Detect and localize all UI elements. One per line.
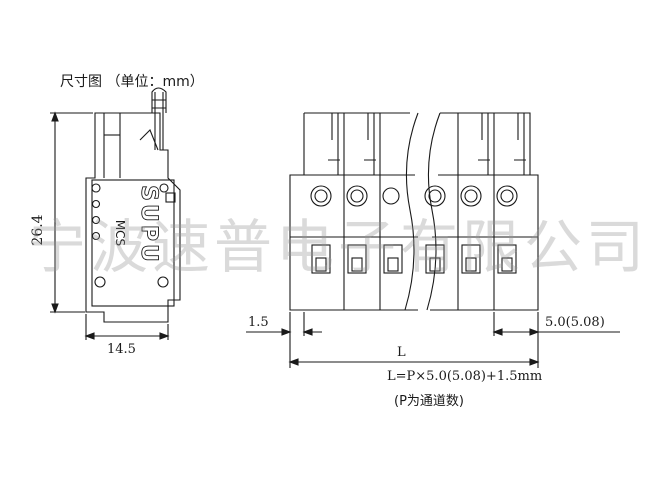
drawing-heading: 尺寸图 （单位：mm） [60,74,204,90]
front-round-holes [310,185,518,207]
offset-dimension-label: 1.5 [248,315,269,330]
length-formula: L=P×5.0(5.08)+1.5mm [387,369,543,384]
width-dimension-label: 14.5 [107,342,136,357]
length-dimension [288,358,540,366]
supu-logo: SUPU [136,185,161,265]
offset-dimension [246,312,322,368]
height-dimension-label: 26.4 [30,214,46,245]
side-view-outline [85,87,181,323]
pitch-dimension [492,312,620,368]
front-square-openings [311,244,517,274]
pitch-dimension-label: 5.0(5.08) [545,315,605,330]
model-label: MCS [113,220,127,246]
front-view-outline [289,112,539,311]
height-dimension [50,111,93,314]
channel-note: (P为通道数) [394,394,464,409]
width-dimension [84,314,170,340]
length-dimension-label: L [397,345,406,360]
